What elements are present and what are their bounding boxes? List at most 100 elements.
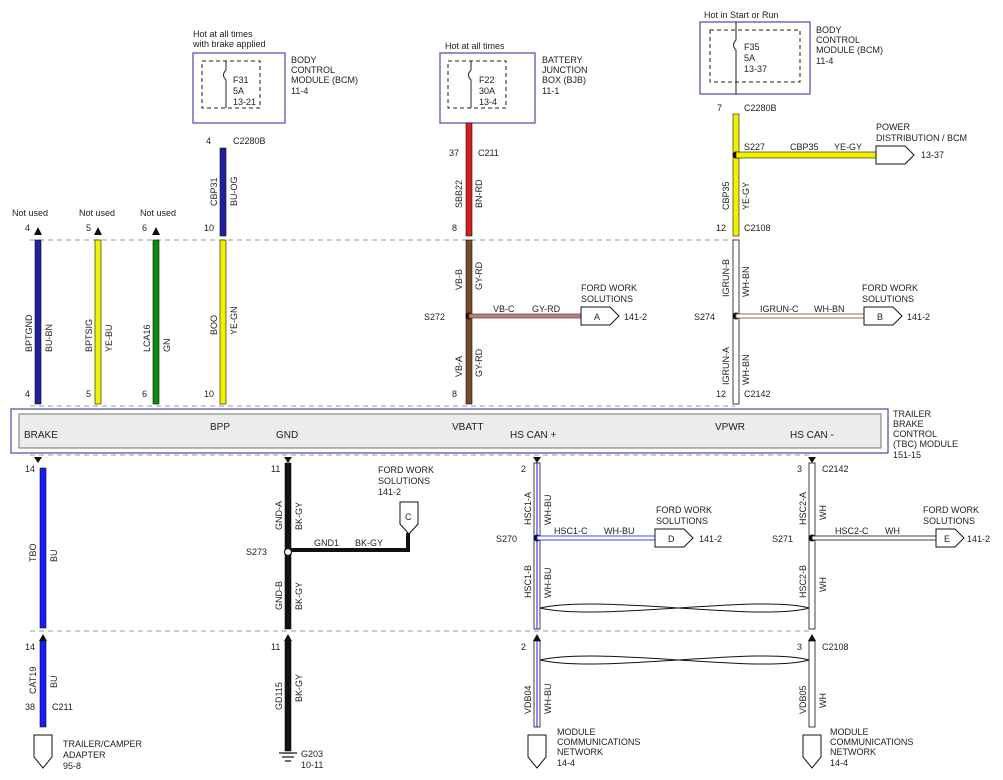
wire-hsc2: [808, 462, 816, 630]
splice-s270-dest-ref: 141-2: [699, 534, 722, 544]
wire-bptgnd: [34, 239, 42, 405]
wire-color-gd115: BK-GY: [294, 674, 304, 702]
pin-label-3-mid: 3: [797, 642, 802, 652]
pin-label-12-top: 12: [716, 223, 726, 233]
bjb-f22-connector: C211: [478, 148, 499, 158]
tbc-module-name-2: BRAKE: [893, 419, 924, 429]
wire-color-cbp31: BU-OG: [229, 176, 239, 206]
connector-flag-c-letter: C: [405, 512, 412, 522]
splice-s227-dest-ref: 13-37: [921, 150, 944, 160]
bcm-f35-fuse-frame: [709, 29, 801, 83]
splice-s272-dest-line1: FORD WORK: [581, 283, 637, 293]
arrow-up-icon: [152, 227, 160, 235]
wire-color-bptsig: YE-BU: [104, 324, 114, 352]
pin-label-2-top: 2: [521, 464, 526, 474]
wire-sbb22: [465, 122, 473, 237]
pin-label-6-bottom: 6: [142, 389, 147, 399]
wire-gnd1: [291, 533, 410, 552]
pin-label-11-mid: 11: [271, 642, 280, 652]
connector-flag-b-letter: B: [877, 312, 883, 322]
connector-c2142-label: C2142: [744, 389, 771, 399]
twisted-pair-icon: [539, 655, 810, 665]
mcn1-line1: MODULE: [557, 727, 596, 737]
splice-s273-label: S273: [246, 547, 267, 557]
wire-label-igrun-b: IGRUN-B: [721, 259, 731, 297]
terminal-connector-icon: [802, 734, 822, 769]
pin-label-14-top: 14: [25, 464, 35, 474]
ground-g203-ref: 10-11: [301, 760, 323, 770]
arrow-up-icon: [284, 634, 292, 641]
splice-s271-dest-line1: FORD WORK: [923, 505, 979, 515]
splice-s270-circuit: HSC1-C: [554, 526, 588, 536]
wire-color-vb-a: GY-RD: [474, 348, 484, 377]
arrow-up-icon: [808, 634, 816, 641]
splice-s272-color: GY-RD: [532, 304, 561, 314]
wire-color-cat19: BU: [49, 675, 59, 688]
splice-s227-dest-line2: DISTRIBUTION / BCM: [876, 133, 967, 143]
connector-flag-d-icon: [654, 528, 694, 548]
tbc-module-body: [18, 413, 882, 449]
pin-label-10-top: 10: [204, 223, 214, 233]
bcm-f31-module-line1: BODY: [291, 55, 317, 65]
wire-color-vdb05: WH: [818, 693, 828, 708]
module-pin-bpp: BPP: [210, 422, 230, 433]
splice-s271-label: S271: [772, 534, 793, 544]
not-used-label-4: Not used: [12, 208, 48, 218]
connector-flag-a-icon: [580, 306, 620, 326]
connector-flag-d-letter: D: [668, 534, 675, 544]
connector-flag-e-letter: E: [944, 534, 950, 544]
wire-gnd: [284, 462, 292, 630]
wire-color-vdb04: WH-BU: [543, 684, 553, 715]
wire-color-gnd-b: BK-GY: [294, 582, 304, 610]
splice-s274-dest-ref: 141-2: [907, 312, 930, 322]
mcn2-ref: 14-4: [830, 758, 848, 768]
wire-color-bptgnd: BU-BN: [44, 324, 54, 352]
pin-label-4-bottom: 4: [25, 389, 30, 399]
wire-color-vb-b: GY-RD: [474, 261, 484, 290]
wire-color-lca16: GN: [162, 339, 172, 353]
module-pin-hs-can-plus: HS CAN +: [510, 430, 557, 441]
splice-s227-circuit: CBP35: [790, 142, 819, 152]
wire-color-tbo: BU: [49, 549, 59, 562]
pin-label-3-top: 3: [797, 464, 802, 474]
wire-bptsig: [94, 239, 102, 405]
arrow-up-icon: [39, 634, 47, 641]
bcm-f35-pin: 7: [717, 103, 722, 113]
wire-color-hsc1-a: WH-BU: [543, 495, 553, 526]
bjb-f22-module-ref: 11-1: [542, 86, 559, 96]
arrow-down-icon: [284, 457, 292, 463]
pin-label-6-top: 6: [142, 223, 147, 233]
bcm-f31-fuse-ref: 13-21: [233, 97, 256, 107]
fuse-icon: [223, 61, 227, 108]
bcm-f35-connector: C2280B: [744, 103, 777, 113]
pin-label-12-bottom: 12: [716, 389, 726, 399]
bjb-f22-module-line1: BATTERY: [542, 55, 583, 65]
connector-flag-a-letter: A: [594, 312, 600, 322]
bcm-f31-fuse-frame: [201, 60, 261, 109]
wire-label-hsc2-a: HSC2-A: [798, 492, 808, 525]
wire-label-cbp31: CBP31: [209, 177, 219, 206]
wire-label-gnd-b: GND-B: [274, 581, 284, 610]
arrow-up-icon: [34, 227, 42, 235]
bcm-f35-module-ref: 11-4: [816, 56, 833, 66]
module-pin-gnd: GND: [276, 430, 298, 441]
wire-label-tbo: TBO: [28, 543, 38, 562]
bcm-f31-fuse-amps: 5A: [233, 86, 244, 96]
wire-label-bptgnd: BPTGND: [24, 314, 34, 352]
splice-s272-circuit: VB-C: [493, 304, 515, 314]
bjb-f22-fuse-name: F22: [479, 75, 495, 85]
wire-label-boo: BOO: [209, 315, 219, 335]
connector-flag-b-icon: [863, 306, 903, 326]
pin-label-5-top: 5: [86, 223, 91, 233]
wire-color-hsc2-a: WH: [818, 505, 828, 520]
splice-s270-label: S270: [496, 534, 517, 544]
tbc-module-name-4: (TBC) MODULE: [893, 439, 958, 449]
connector-flag-e-icon: [935, 528, 965, 548]
splice-s271-dest-line2: SOLUTIONS: [923, 516, 975, 526]
bcm-f35-fuse-name: F35: [744, 42, 760, 52]
bjb-f22-module-line3: BOX (BJB): [542, 75, 586, 85]
splice-s273-color: BK-GY: [355, 538, 383, 548]
pin-label-14-mid: 14: [25, 642, 35, 652]
wire-igrun-c: [735, 313, 865, 319]
